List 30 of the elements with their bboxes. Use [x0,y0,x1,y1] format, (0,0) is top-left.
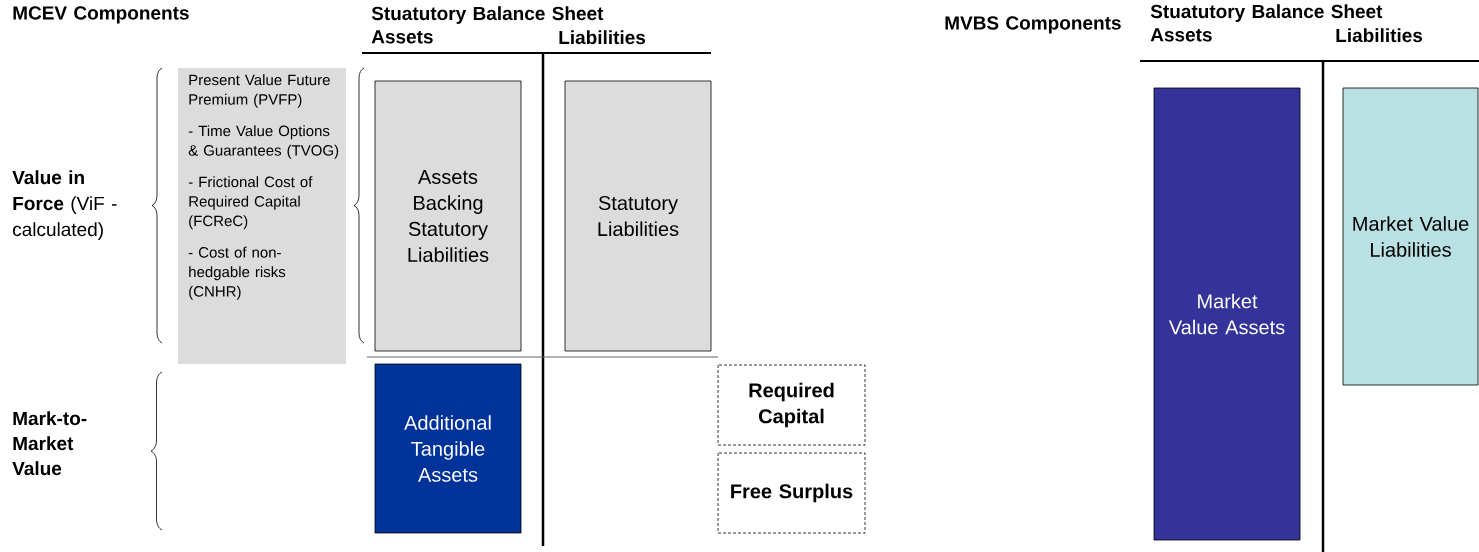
block-label: Additional Tangible Assets [404,415,491,482]
node-label: Present Value Future Premium (PVFP) [189,74,330,108]
assets-block [1153,87,1301,541]
block-label: Required Capital [749,382,834,428]
column-heading: Stuatutory Balance Sheet [1150,4,1383,22]
section-heading: MCEV Components [13,6,189,24]
block-label: Statutory Liabilities [598,195,679,237]
section-heading: MVBS Components [945,16,1121,34]
column-heading: Assets [1150,28,1212,42]
column-heading: Liabilities [559,30,646,45]
block-label: Assets Backing Statutory Liabilities [408,170,489,262]
group-label: Value in Force (ViF - calculated) [12,170,117,240]
node-label: - Frictional Cost of Required Capital (FCReC) [188,176,313,230]
surplus-block [717,452,866,534]
column-heading: Liabilities [1336,28,1423,43]
group-label: Mark-to-Market Value [12,411,87,476]
list-text: Present Value Future Premium (PVFP) - Time Value Options & Guarantees (TVOG) - Frictional Cost of Required Capital (FCReC) - Cost of non-hedgable risks (CNHR) [188,74,339,300]
liabilities-block [564,80,712,352]
liabilities-block [1342,87,1479,386]
assets-block [374,80,522,352]
node-label: - Time Value Options & Guarantees (TVOG) [188,125,339,159]
assets-block [374,363,522,534]
column-heading: Assets [371,30,433,44]
component-list-panel [178,68,346,364]
block-label: Market Value Liabilities [1353,216,1469,257]
capital-block [717,364,866,446]
column-heading: Stuatutory Balance Sheet [371,6,604,24]
block-label: Market Value Assets [1168,293,1285,335]
block-label: Free Surplus [731,483,853,503]
node-label: - Cost of non-hedgable risks (CNHR) [188,246,286,300]
